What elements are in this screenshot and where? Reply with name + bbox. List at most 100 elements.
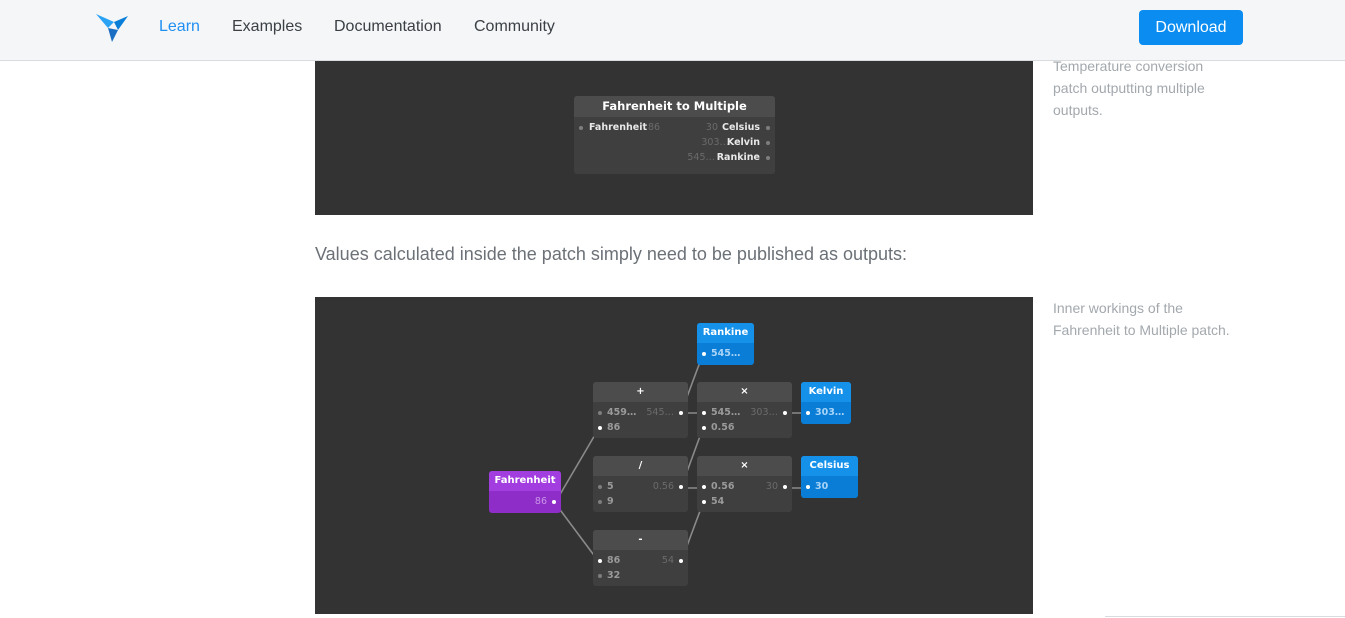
output-port-dot[interactable] [679, 559, 683, 563]
node-title: Rankine [697, 323, 754, 343]
output-value: 54 [661, 555, 674, 566]
input-port-dot[interactable] [806, 485, 810, 489]
figure-patch-inner-workings: Fahrenheit 86 + 459… 545… 86 / 5 0.56 [315, 297, 1033, 614]
patch-row-3: 545… Rankine [574, 150, 775, 165]
node-title: Celsius [801, 456, 858, 476]
node-minus[interactable]: - 86 54 32 [593, 530, 688, 586]
input-value: 86 [607, 422, 621, 433]
divider [1105, 616, 1345, 617]
figure-patch-preview: Fahrenheit to Multiple Fahrenheit 86 30 … [315, 61, 1033, 215]
input-port-dot[interactable] [598, 500, 602, 504]
node-row-2: 32 [593, 568, 688, 583]
patch-node-title: Fahrenheit to Multiple [574, 96, 775, 117]
figure-1-caption: Temperature conversion patch outputting … [1053, 58, 1205, 118]
output-port-dot[interactable] [766, 126, 770, 130]
node-title: × [697, 382, 792, 402]
output-value: 30 [765, 481, 778, 492]
input-value: 5 [607, 481, 614, 492]
patch-row-2: 303… Kelvin [574, 135, 775, 150]
input-value: 545… [711, 407, 741, 418]
nav-examples[interactable]: Examples [232, 18, 303, 35]
input-port-dot[interactable] [579, 126, 583, 130]
node-title: + [593, 382, 688, 402]
node-divide[interactable]: / 5 0.56 9 [593, 456, 688, 512]
node-row-2: 86 [593, 420, 688, 435]
node-row-2: 0.56 [697, 420, 792, 435]
output-value-celsius: 30 [705, 122, 718, 133]
node-row: 545… [697, 346, 754, 361]
output-value: 545… [646, 407, 674, 418]
output-port-dot[interactable] [766, 141, 770, 145]
node-title: × [697, 456, 792, 476]
input-value: 54 [711, 496, 725, 507]
node-row-2: 54 [697, 494, 792, 509]
output-label-celsius: Celsius [722, 122, 760, 133]
output-value: 0.56 [652, 481, 674, 492]
node-row-1: 459… 545… [593, 405, 688, 420]
node-row-1: 5 0.56 [593, 479, 688, 494]
top-nav-bar: Learn Examples Documentation Community D… [0, 0, 1345, 61]
output-label-rankine: Rankine [716, 152, 760, 163]
origami-logo-icon[interactable] [94, 12, 130, 44]
input-value: 86 [648, 122, 661, 133]
node-title: / [593, 456, 688, 476]
patch-row-1: Fahrenheit 86 30 Celsius [574, 120, 775, 135]
node-title: Kelvin [801, 382, 851, 402]
node-row-2: 9 [593, 494, 688, 509]
output-port-dot[interactable] [552, 500, 556, 504]
node-kelvin[interactable]: Kelvin 303… [801, 382, 851, 424]
input-value: 9 [607, 496, 614, 507]
node-plus[interactable]: + 459… 545… 86 [593, 382, 688, 438]
output-label-kelvin: Kelvin [726, 137, 760, 148]
figure-2-caption: Inner workings of the Fahrenheit to Mult… [1053, 300, 1230, 338]
body-paragraph: Values calculated inside the patch simpl… [315, 244, 908, 264]
input-port-dot[interactable] [702, 352, 706, 356]
node-value: 30 [815, 481, 829, 492]
input-port-dot[interactable] [598, 574, 602, 578]
output-value-kelvin: 303… [701, 137, 729, 148]
output-port-dot[interactable] [783, 485, 787, 489]
output-port-dot[interactable] [766, 156, 770, 160]
patch-node-fahrenheit-to-multiple[interactable]: Fahrenheit to Multiple Fahrenheit 86 30 … [574, 96, 775, 174]
input-port-dot[interactable] [702, 426, 706, 430]
input-port-dot[interactable] [702, 411, 706, 415]
input-label: Fahrenheit [589, 122, 648, 133]
output-port-dot[interactable] [679, 485, 683, 489]
input-port-dot[interactable] [806, 411, 810, 415]
input-port-dot[interactable] [598, 559, 602, 563]
input-port-dot[interactable] [598, 426, 602, 430]
output-port-dot[interactable] [783, 411, 787, 415]
node-title: - [593, 530, 688, 550]
input-port-dot[interactable] [702, 485, 706, 489]
node-row: 86 [489, 494, 561, 509]
node-row-1: 86 54 [593, 553, 688, 568]
node-row: 30 [801, 479, 858, 494]
nav-documentation[interactable]: Documentation [334, 18, 442, 35]
nav-learn[interactable]: Learn [159, 18, 200, 35]
node-title: Fahrenheit [489, 471, 561, 491]
node-value: 303… [815, 407, 845, 418]
node-celsius[interactable]: Celsius 30 [801, 456, 858, 498]
input-port-dot[interactable] [598, 411, 602, 415]
input-value: 0.56 [711, 422, 735, 433]
input-port-dot[interactable] [598, 485, 602, 489]
node-multiply-kelvin[interactable]: × 545… 303… 0.56 [697, 382, 792, 438]
node-multiply-celsius[interactable]: × 0.56 30 54 [697, 456, 792, 512]
output-value: 303… [750, 407, 778, 418]
input-value: 459… [607, 407, 637, 418]
node-row-1: 0.56 30 [697, 479, 792, 494]
node-row-1: 545… 303… [697, 405, 792, 420]
node-fahrenheit[interactable]: Fahrenheit 86 [489, 471, 561, 513]
node-rankine[interactable]: Rankine 545… [697, 323, 754, 365]
node-value: 545… [711, 348, 741, 359]
input-value: 86 [607, 555, 621, 566]
output-port-dot[interactable] [679, 411, 683, 415]
node-row: 303… [801, 405, 851, 420]
download-button[interactable]: Download [1139, 10, 1243, 45]
input-value: 32 [607, 570, 621, 581]
nav-community[interactable]: Community [474, 18, 555, 35]
output-value-rankine: 545… [687, 152, 715, 163]
input-value: 0.56 [711, 481, 735, 492]
input-port-dot[interactable] [702, 500, 706, 504]
node-value: 86 [534, 496, 547, 507]
